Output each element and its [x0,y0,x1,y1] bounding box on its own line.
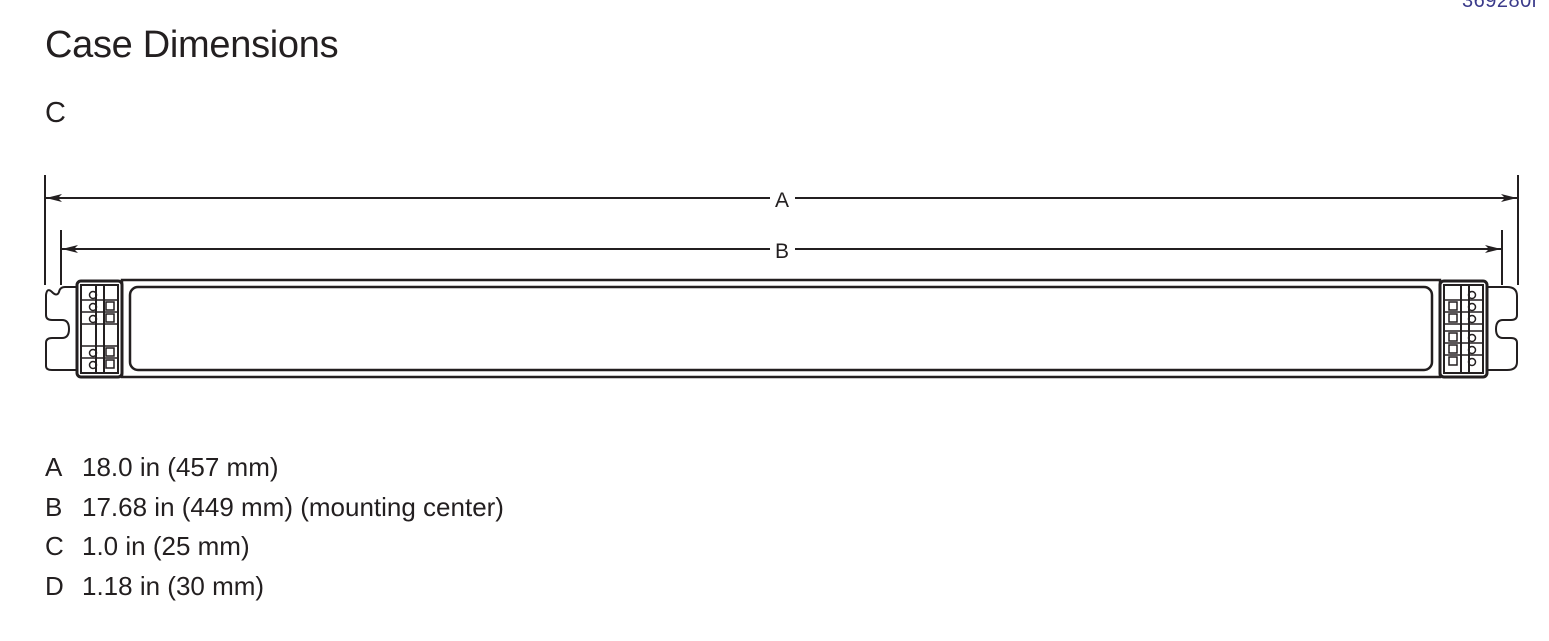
reference-code: 369280r [1462,0,1539,12]
left-connector [75,279,124,379]
dimension-label-b: B [775,240,789,263]
case-body-inner [128,285,1434,372]
case-type-label: C [45,97,66,129]
dimension-label-a: A [775,189,789,212]
page-title: Case Dimensions [45,24,339,66]
right-mounting-flange [1487,286,1518,371]
left-mounting-flange [45,286,77,371]
right-connector [1438,279,1489,379]
case-body [120,278,1442,379]
